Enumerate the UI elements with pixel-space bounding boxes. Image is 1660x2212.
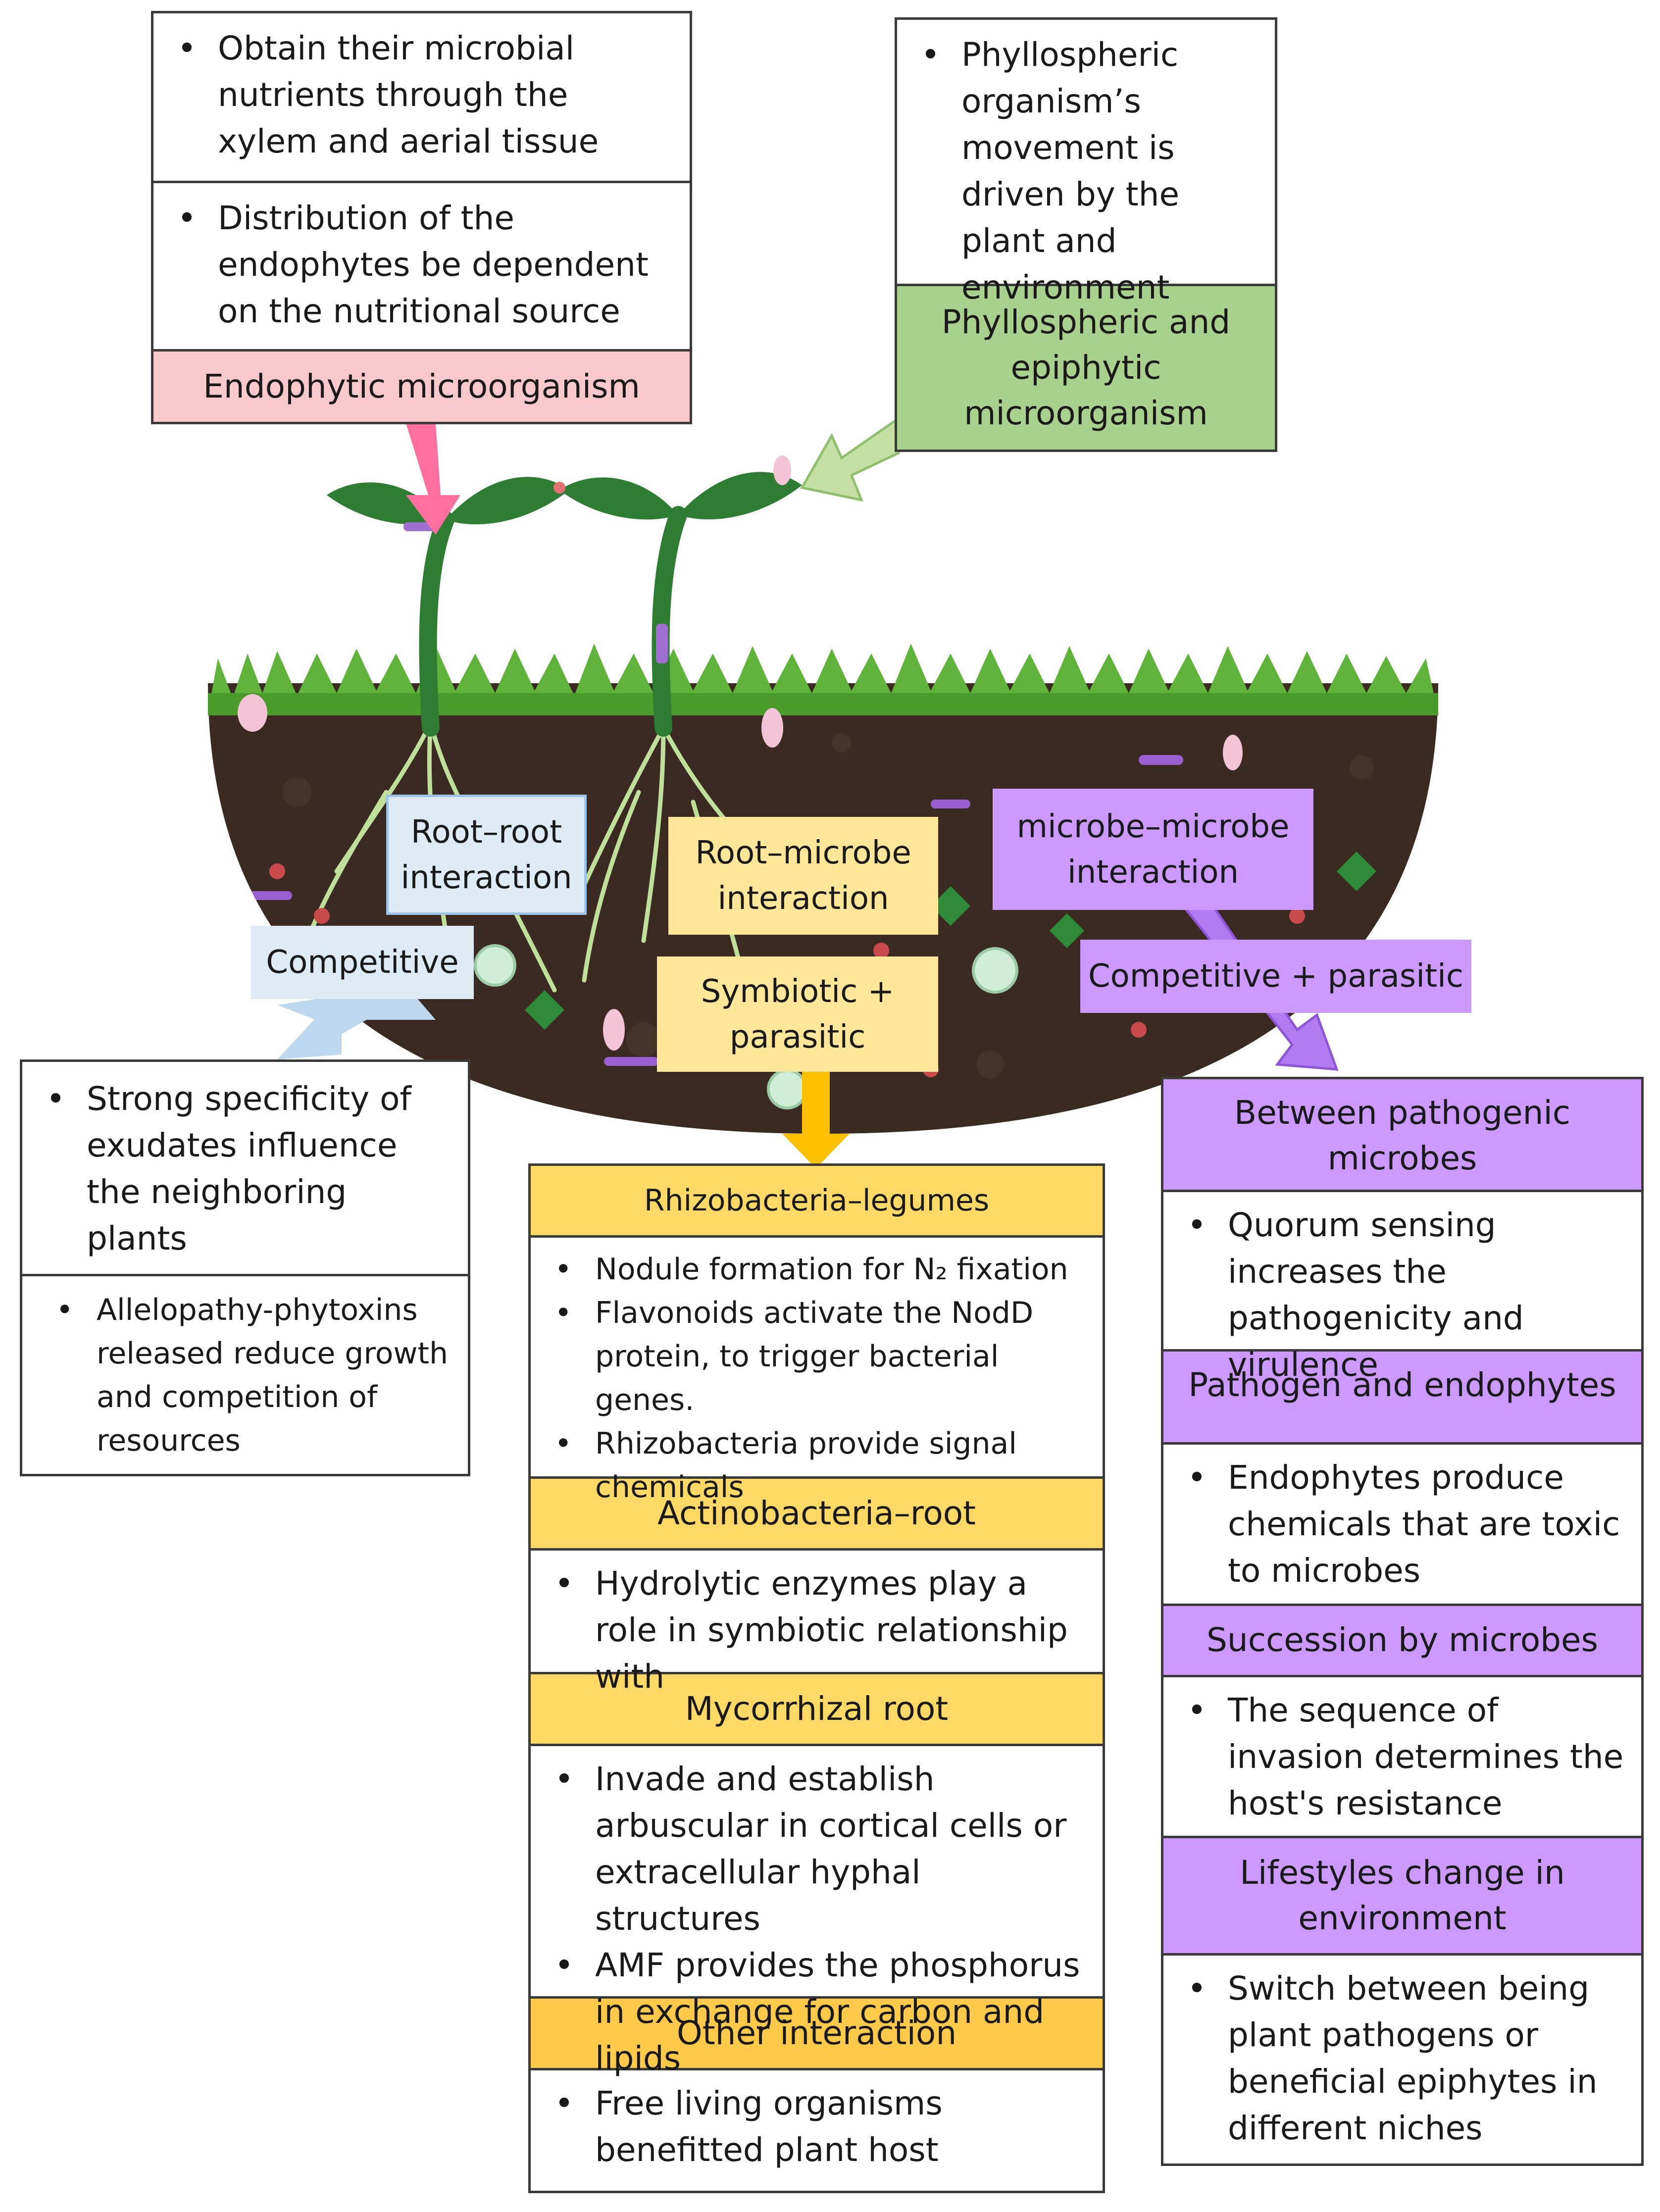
rhizobacteria-header: Rhizobacteria–legumes bbox=[531, 1166, 1103, 1238]
succession-bullet-1: The sequence of invasion determines the … bbox=[1187, 1687, 1626, 1827]
rhizobacteria-bullet-3: Rhizobacteria provide signal chemicals bbox=[554, 1422, 1088, 1509]
lifestyles-bullet-1: Switch between being plant pathogens or … bbox=[1187, 1965, 1626, 2152]
leaf-microbes bbox=[553, 455, 791, 494]
endophytic-bullet-2-cell: Distribution of the endophytes be depend… bbox=[153, 183, 690, 352]
endophytic-bullet-1: Obtain their microbial nutrients through… bbox=[177, 25, 675, 165]
succession-header: Succession by microbes bbox=[1163, 1606, 1641, 1677]
root-root-bullet-a-1: Strong specificity of exudates influence… bbox=[46, 1076, 453, 1262]
other-interaction-body: Free living organisms benefitted plant h… bbox=[531, 2070, 1103, 2191]
root-root-bullet-cell-b: Allelopathy-phytoxins released reduce gr… bbox=[22, 1276, 468, 1474]
pathogen-endophytes-body: Endophytes produce chemicals that are to… bbox=[1163, 1445, 1641, 1607]
actinobacteria-bullet-1: Hydrolytic enzymes play a role in symbio… bbox=[554, 1560, 1088, 1700]
root-root-detail-box: Strong specificity of exudates influence… bbox=[20, 1059, 470, 1476]
root-microbe-type: Symbiotic + parasitic bbox=[657, 956, 938, 1072]
actinobacteria-body: Hydrolytic enzymes play a role in symbio… bbox=[531, 1551, 1103, 1696]
succession-body: The sequence of invasion determines the … bbox=[1163, 1677, 1641, 1838]
seedling-left bbox=[327, 477, 569, 737]
phyllospheric-box: Phyllospheric organism’s movement is dri… bbox=[895, 17, 1277, 452]
seedling-right bbox=[559, 472, 802, 737]
endophytic-header: Endophytic microorganism bbox=[153, 352, 690, 422]
root-microbe-detail-box: Rhizobacteria–legumes Nodule formation f… bbox=[528, 1163, 1105, 2193]
pathogenic-header: Between pathogenic microbes bbox=[1163, 1079, 1641, 1192]
lifestyles-body: Switch between being plant pathogens or … bbox=[1163, 1956, 1641, 2163]
pathogenic-bullet-1: Quorum sensing increases the pathogenici… bbox=[1187, 1202, 1626, 1388]
other-interaction-bullet-1: Free living organisms benefitted plant h… bbox=[554, 2080, 1088, 2173]
mycorrhizal-bullet-1: Invade and establish arbuscular in corti… bbox=[554, 1756, 1088, 1942]
phyllospheric-bullet-cell: Phyllospheric organism’s movement is dri… bbox=[897, 20, 1275, 306]
lifestyles-header: Lifestyles change in environment bbox=[1163, 1838, 1641, 1956]
arrow-endophytic bbox=[406, 423, 460, 535]
mycorrhizal-bullet-2: AMF provides the phosphorus in exchange … bbox=[554, 1942, 1088, 2082]
microbe-microbe-label: microbe–microbe interaction bbox=[993, 789, 1313, 910]
endophytic-bullet-1-cell: Obtain their microbial nutrients through… bbox=[153, 13, 690, 183]
phyllospheric-bullet: Phyllospheric organism’s movement is dri… bbox=[921, 32, 1260, 311]
endophytic-box: Obtain their microbial nutrients through… bbox=[151, 11, 692, 424]
arrow-phyllospheric bbox=[800, 416, 900, 502]
phyllospheric-header: Phyllospheric and epiphytic microorganis… bbox=[897, 286, 1275, 450]
grass-strip bbox=[208, 644, 1438, 715]
endophytic-bullet-2: Distribution of the endophytes be depend… bbox=[177, 195, 675, 335]
root-root-bullet-b-1: Allelopathy-phytoxins released reduce gr… bbox=[56, 1288, 453, 1462]
arrow-root-microbe bbox=[782, 1072, 850, 1168]
rhizobacteria-body: Nodule formation for N₂ fixation Flavono… bbox=[531, 1238, 1103, 1505]
root-root-bullets-b: Allelopathy-phytoxins released reduce gr… bbox=[37, 1288, 453, 1462]
pathogenic-body: Quorum sensing increases the pathogenici… bbox=[1163, 1192, 1641, 1384]
rhizobacteria-bullet-1: Nodule formation for N₂ fixation bbox=[554, 1248, 1088, 1291]
root-root-label: Root–root interaction bbox=[386, 795, 587, 915]
arrow-root-root bbox=[277, 985, 436, 1059]
root-root-type: Competitive bbox=[251, 926, 474, 999]
root-root-bullet-cell-a: Strong specificity of exudates influence… bbox=[22, 1062, 468, 1276]
microbe-microbe-type: Competitive + parasitic bbox=[1080, 940, 1471, 1013]
rhizobacteria-bullet-2: Flavonoids activate the NodD protein, to… bbox=[554, 1291, 1088, 1422]
root-microbe-label: Root–microbe interaction bbox=[668, 817, 938, 935]
root-root-bullets-a: Strong specificity of exudates influence… bbox=[37, 1076, 453, 1262]
microbe-microbe-detail-box: Between pathogenic microbes Quorum sensi… bbox=[1161, 1077, 1644, 2166]
pathogen-endophytes-bullet-1: Endophytes produce chemicals that are to… bbox=[1187, 1455, 1626, 1594]
mycorrhizal-body: Invade and establish arbuscular in corti… bbox=[531, 1746, 1103, 2077]
